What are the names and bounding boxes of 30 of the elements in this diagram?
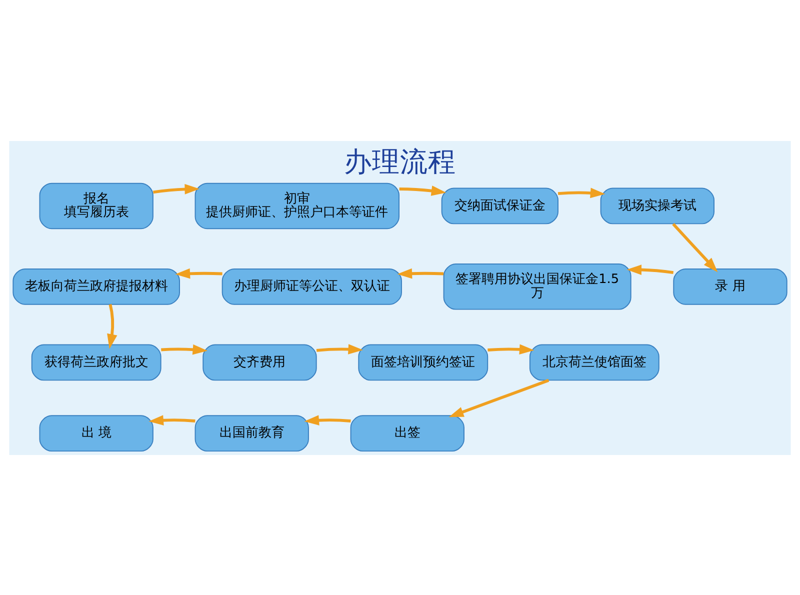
diagram-title: 办理流程 [344,145,456,178]
node-box: 出 境 [39,414,154,452]
node-box: 交齐费用 [202,344,317,380]
node-box: 初审 提供厨师证、护照户口本等证件 [194,182,400,229]
arrow [304,414,351,425]
arrow [448,378,550,417]
node-box: 办理厨师证等公证、双认证 [222,268,402,304]
node-box: 出签 [350,414,464,452]
node-box: 报名 填写履历表 [39,182,154,229]
arrow [148,414,196,425]
node-box: 录 用 [673,268,788,304]
arrow [399,185,446,196]
node-box: 北京荷兰使馆面签 [529,344,660,380]
node-box: 面签培训预约签证 [358,344,488,380]
arrow [558,187,606,198]
arrow [161,344,208,354]
node-box: 签署聘用协议出国保证金1.5万 [443,263,632,310]
arrow [626,264,674,274]
arrow [316,344,364,354]
node-box: 老板向荷兰政府提报材料 [12,268,180,304]
arrow [397,268,444,278]
arrow [488,344,534,354]
arrow [672,222,718,272]
arrow [153,184,200,194]
node-box: 交纳面试保证金 [441,187,558,224]
arrow [107,304,118,348]
node-box: 现场实操考试 [600,187,714,224]
node-box: 获得荷兰政府批文 [31,344,162,380]
node-box: 出国前教育 [194,414,309,452]
arrow [175,268,222,278]
